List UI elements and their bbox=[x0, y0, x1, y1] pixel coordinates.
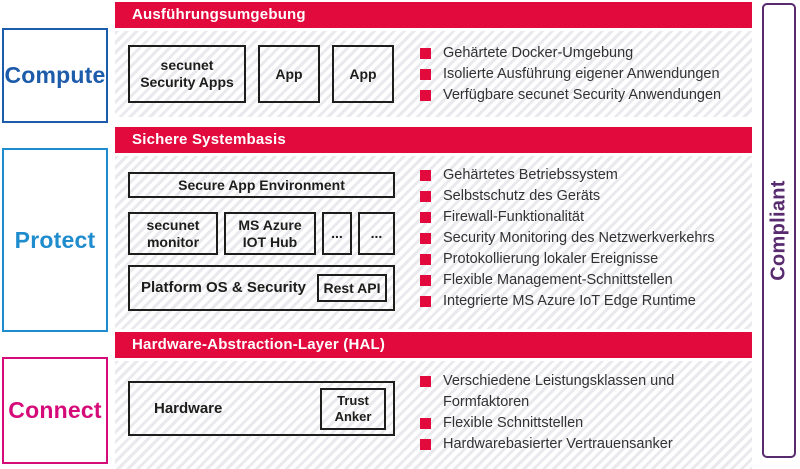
ellipsis-box-1: ... bbox=[322, 212, 352, 255]
bullet-text: Flexible Schnittstellen bbox=[443, 415, 584, 431]
secunet-monitor-box: secunet monitor bbox=[128, 212, 218, 255]
hardware-label: Hardware bbox=[154, 399, 223, 417]
bullet-square-icon bbox=[420, 48, 431, 59]
bullet-square-icon bbox=[420, 254, 431, 265]
list-item: Protokollierung lokaler Ereignisse bbox=[420, 249, 748, 270]
bullet-text: Verschiedene Leistungsklassen und Formfa… bbox=[443, 373, 675, 410]
list-item: Verschiedene Leistungsklassen und Formfa… bbox=[420, 371, 740, 413]
list-item: Firewall-Funktionalität bbox=[420, 207, 748, 228]
list-item: Isolierte Ausführung eigener Anwendungen bbox=[420, 64, 748, 85]
bullet-text: Selbstschutz des Geräts bbox=[443, 188, 601, 204]
app-box-2: App bbox=[332, 45, 394, 103]
connect-label-box: Connect bbox=[2, 357, 108, 464]
ms-azure-iot-hub-box: MS Azure IOT Hub bbox=[224, 212, 316, 255]
bullet-text: Firewall-Funktionalität bbox=[443, 209, 585, 225]
bullet-text: Security Monitoring des Netzwerkverkehrs bbox=[443, 230, 715, 246]
platform-os-security-label: Platform OS & Security bbox=[140, 279, 307, 296]
bullet-square-icon bbox=[420, 233, 431, 244]
bullet-square-icon bbox=[420, 170, 431, 181]
rest-api-box: Rest API bbox=[317, 274, 387, 302]
protect-label: Protect bbox=[14, 226, 96, 253]
ellipsis-box-2: ... bbox=[358, 212, 395, 255]
hardware-box: Hardware Trust Anker bbox=[128, 381, 395, 436]
bullet-text: Gehärtetes Betriebssystem bbox=[443, 167, 618, 183]
bullet-square-icon bbox=[420, 418, 431, 429]
protect-content-area bbox=[115, 156, 752, 329]
bullet-square-icon bbox=[420, 212, 431, 223]
list-item: Hardwarebasierter Vertrauensanker bbox=[420, 434, 740, 455]
bullet-square-icon bbox=[420, 296, 431, 307]
bullet-text: Flexible Management-Schnittstellen bbox=[443, 272, 673, 288]
list-item: Flexible Management-Schnittstellen bbox=[420, 270, 748, 291]
compute-label-box: Compute bbox=[2, 28, 108, 123]
compliant-pillar: Compliant bbox=[762, 3, 796, 458]
protect-bullet-list: Gehärtetes Betriebssystem Selbstschutz d… bbox=[420, 165, 748, 312]
header-bar-secure-system-base: Sichere Systembasis bbox=[115, 127, 752, 153]
bullet-square-icon bbox=[420, 275, 431, 286]
list-item: Security Monitoring des Netzwerkverkehrs bbox=[420, 228, 748, 249]
connect-bullet-list: Verschiedene Leistungsklassen und Formfa… bbox=[420, 371, 740, 455]
compute-label: Compute bbox=[4, 62, 106, 88]
bullet-square-icon bbox=[420, 191, 431, 202]
list-item: Verfügbare secunet Security Anwendungen bbox=[420, 85, 748, 106]
protect-label-box: Protect bbox=[2, 148, 108, 332]
connect-content-area bbox=[115, 361, 752, 469]
bullet-text: Gehärtete Docker-Umgebung bbox=[443, 45, 634, 61]
bullet-square-icon bbox=[420, 69, 431, 80]
bullet-text: Isolierte Ausführung eigener Anwendungen bbox=[443, 66, 720, 82]
secunet-security-apps-box: secunet Security Apps bbox=[128, 45, 246, 103]
bullet-text: Hardwarebasierter Vertrauensanker bbox=[443, 436, 673, 452]
bullet-square-icon bbox=[420, 439, 431, 450]
header-bar-execution-environment: Ausführungsumgebung bbox=[115, 2, 752, 28]
list-item: Integrierte MS Azure IoT Edge Runtime bbox=[420, 291, 748, 312]
list-item: Selbstschutz des Geräts bbox=[420, 186, 748, 207]
trust-anchor-box: Trust Anker bbox=[320, 387, 386, 430]
platform-os-security-box: Platform OS & Security Rest API bbox=[128, 265, 395, 311]
header-bar-hardware-abstraction-layer: Hardware-Abstraction-Layer (HAL) bbox=[115, 332, 752, 358]
list-item: Gehärtetes Betriebssystem bbox=[420, 165, 748, 186]
bullet-text: Integrierte MS Azure IoT Edge Runtime bbox=[443, 293, 696, 309]
list-item: Gehärtete Docker-Umgebung bbox=[420, 43, 748, 64]
secure-app-environment-box: Secure App Environment bbox=[128, 172, 395, 198]
app-box-1: App bbox=[258, 45, 320, 103]
connect-label: Connect bbox=[8, 397, 102, 423]
bullet-text: Verfügbare secunet Security Anwendungen bbox=[443, 87, 722, 103]
compute-bullet-list: Gehärtete Docker-Umgebung Isolierte Ausf… bbox=[420, 43, 748, 106]
compliant-label: Compliant bbox=[767, 180, 790, 281]
bullet-square-icon bbox=[420, 376, 431, 387]
bullet-text: Protokollierung lokaler Ereignisse bbox=[443, 251, 659, 267]
bullet-square-icon bbox=[420, 90, 431, 101]
list-item: Flexible Schnittstellen bbox=[420, 413, 740, 434]
